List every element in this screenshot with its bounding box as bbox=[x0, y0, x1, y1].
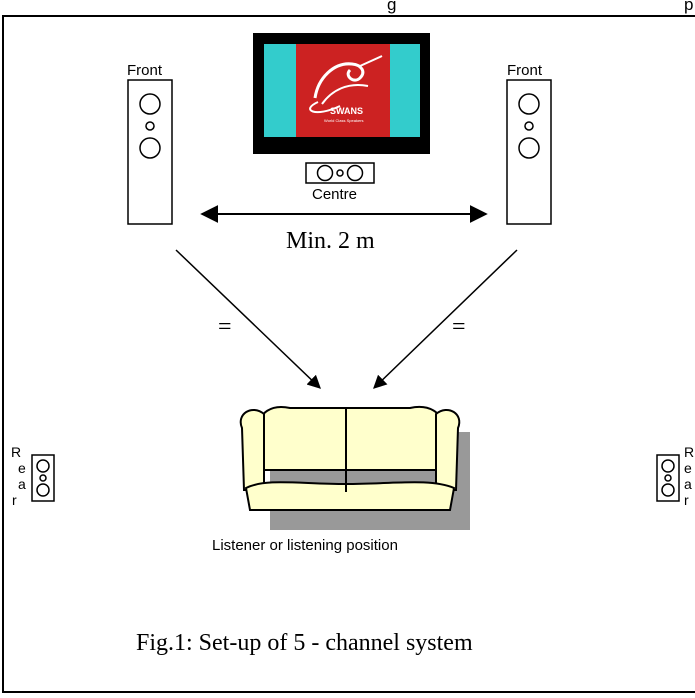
equal-left-label: = bbox=[218, 314, 232, 340]
tv-logo-text: SWANS bbox=[330, 106, 364, 116]
left-to-listener-arrow bbox=[175, 249, 321, 389]
rear-right-letter-4: r bbox=[684, 492, 689, 508]
distance-label: Min. 2 m bbox=[286, 228, 375, 254]
rear-left-letter-2: e bbox=[18, 460, 26, 476]
sofa-icon bbox=[239, 406, 470, 530]
front-left-speaker-icon bbox=[127, 79, 173, 225]
figure-caption: Fig.1: Set-up of 5 - channel system bbox=[136, 630, 473, 656]
rear-right-letter-2: e bbox=[684, 460, 692, 476]
rear-left-letter-1: R bbox=[11, 444, 22, 460]
rear-right-speaker-icon bbox=[656, 454, 680, 502]
front-right-label: Front bbox=[507, 62, 543, 79]
centre-speaker-icon bbox=[305, 162, 375, 184]
top-caption-fragment: g bbox=[387, 0, 397, 14]
tv-icon bbox=[253, 33, 430, 154]
centre-label: Centre bbox=[312, 186, 358, 203]
right-to-listener-arrow bbox=[373, 249, 518, 389]
equal-right-label: = bbox=[452, 314, 466, 340]
front-right-speaker-icon bbox=[506, 79, 552, 225]
diagram-frame bbox=[2, 15, 695, 693]
rear-left-speaker-icon bbox=[31, 454, 55, 502]
sofa-body bbox=[239, 406, 461, 511]
rear-right-letter-3: a bbox=[684, 476, 692, 492]
front-left-label: Front bbox=[127, 62, 163, 79]
rear-right-letter-1: R bbox=[684, 444, 695, 460]
listener-label: Listener or listening position bbox=[212, 537, 398, 554]
top-caption-fragment-right: p bbox=[684, 0, 694, 14]
rear-left-letter-4: r bbox=[12, 492, 17, 508]
rear-left-letter-3: a bbox=[18, 476, 26, 492]
tv-logo-subtext: World Class Speakers bbox=[324, 118, 364, 123]
